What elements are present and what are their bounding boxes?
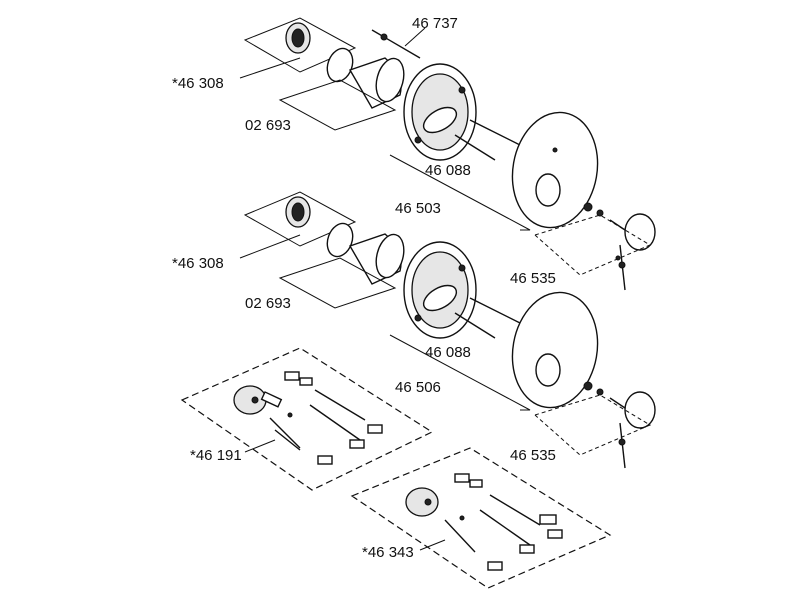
part-labels: *46 308 02 693 46 737 46 088 46 503 46 5… — [172, 15, 556, 561]
kit-right — [350, 447, 612, 589]
label-cartridge-key-top: *46 308 — [172, 75, 224, 92]
handle-part-mid — [534, 381, 656, 469]
label-rosette-top: 46 503 — [395, 200, 441, 217]
o-ring-icon — [326, 222, 354, 258]
kit-left-parts — [233, 371, 383, 465]
middle-assembly — [239, 191, 656, 469]
cartridge-key-part-top — [239, 17, 357, 79]
rosette-part-mid — [389, 291, 599, 411]
kit-right-parts — [405, 473, 563, 571]
label-rosette-mid: 46 506 — [395, 379, 441, 396]
label-kit-right: *46 343 — [362, 544, 414, 561]
label-spindle: 46 737 — [412, 15, 458, 32]
label-handle-top: 46 535 — [510, 270, 556, 287]
spindle-part — [371, 27, 426, 59]
cartridge-key-part-mid — [239, 191, 357, 259]
o-ring-icon — [326, 47, 354, 83]
label-handle-mid: 46 535 — [510, 447, 556, 464]
handle-part-top — [534, 202, 656, 291]
top-assembly — [239, 17, 656, 291]
label-cartridge-key-mid: *46 308 — [172, 255, 224, 272]
label-kit-left: *46 191 — [190, 447, 242, 464]
sleeve-part-mid — [278, 233, 405, 309]
kit-left — [180, 347, 434, 491]
screws-mid — [454, 297, 521, 339]
label-screws-top: 46 088 — [425, 162, 471, 179]
mounting-plate-mid — [403, 241, 477, 339]
label-sleeve-mid: 02 693 — [245, 295, 291, 312]
screws-top — [454, 119, 521, 161]
rosette-part-top — [389, 111, 599, 231]
mounting-plate-top — [403, 63, 477, 161]
label-screws-mid: 46 088 — [425, 344, 471, 361]
label-sleeve-top: 02 693 — [245, 117, 291, 134]
sleeve-part-top — [278, 57, 405, 131]
